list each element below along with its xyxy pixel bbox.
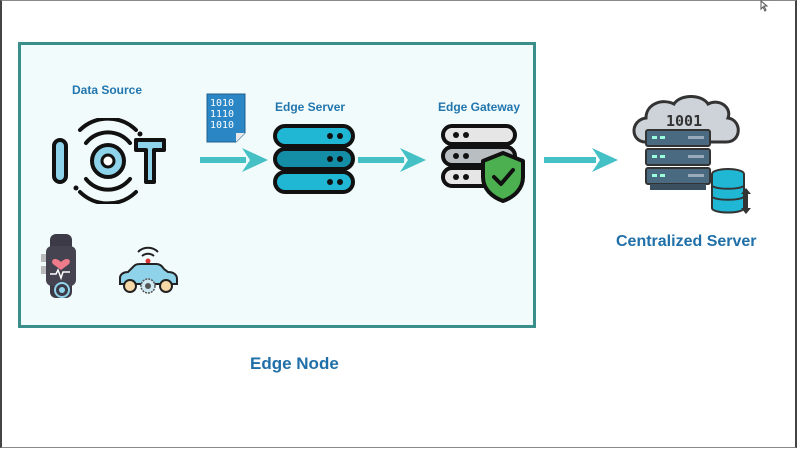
file-line-3: 1010 (210, 120, 234, 131)
edge-gateway-label: Edge Gateway (438, 100, 521, 114)
centralized-server-icon: 1001 (632, 95, 751, 214)
edge-server-icon (273, 124, 355, 194)
arrow-icon-2 (358, 148, 426, 172)
data-source-label: Data Source (72, 83, 143, 97)
cloud-binary-text: 1001 (666, 112, 702, 130)
smartwatch-icon (41, 234, 76, 298)
checkmark-icon (492, 168, 515, 186)
edge-server-label: Edge Server (275, 100, 346, 114)
file-line-2: 1110 (210, 109, 234, 120)
arrow-icon-3 (544, 148, 618, 172)
centralized-server-label: Centralized Server (616, 233, 757, 250)
mouse-cursor-icon (760, 0, 769, 12)
edge-gateway-icon (441, 124, 525, 203)
shield-icon (481, 151, 525, 203)
iot-icon (52, 118, 166, 204)
arrow-icon-1 (200, 148, 268, 172)
binary-file-icon: 1010 1110 1010 (206, 93, 246, 143)
connected-car-icon (119, 246, 178, 294)
file-line-1: 1010 (210, 98, 234, 109)
database-icon (711, 168, 745, 214)
sync-arrows-icon (741, 188, 751, 214)
edge-node-label: Edge Node (250, 354, 339, 373)
